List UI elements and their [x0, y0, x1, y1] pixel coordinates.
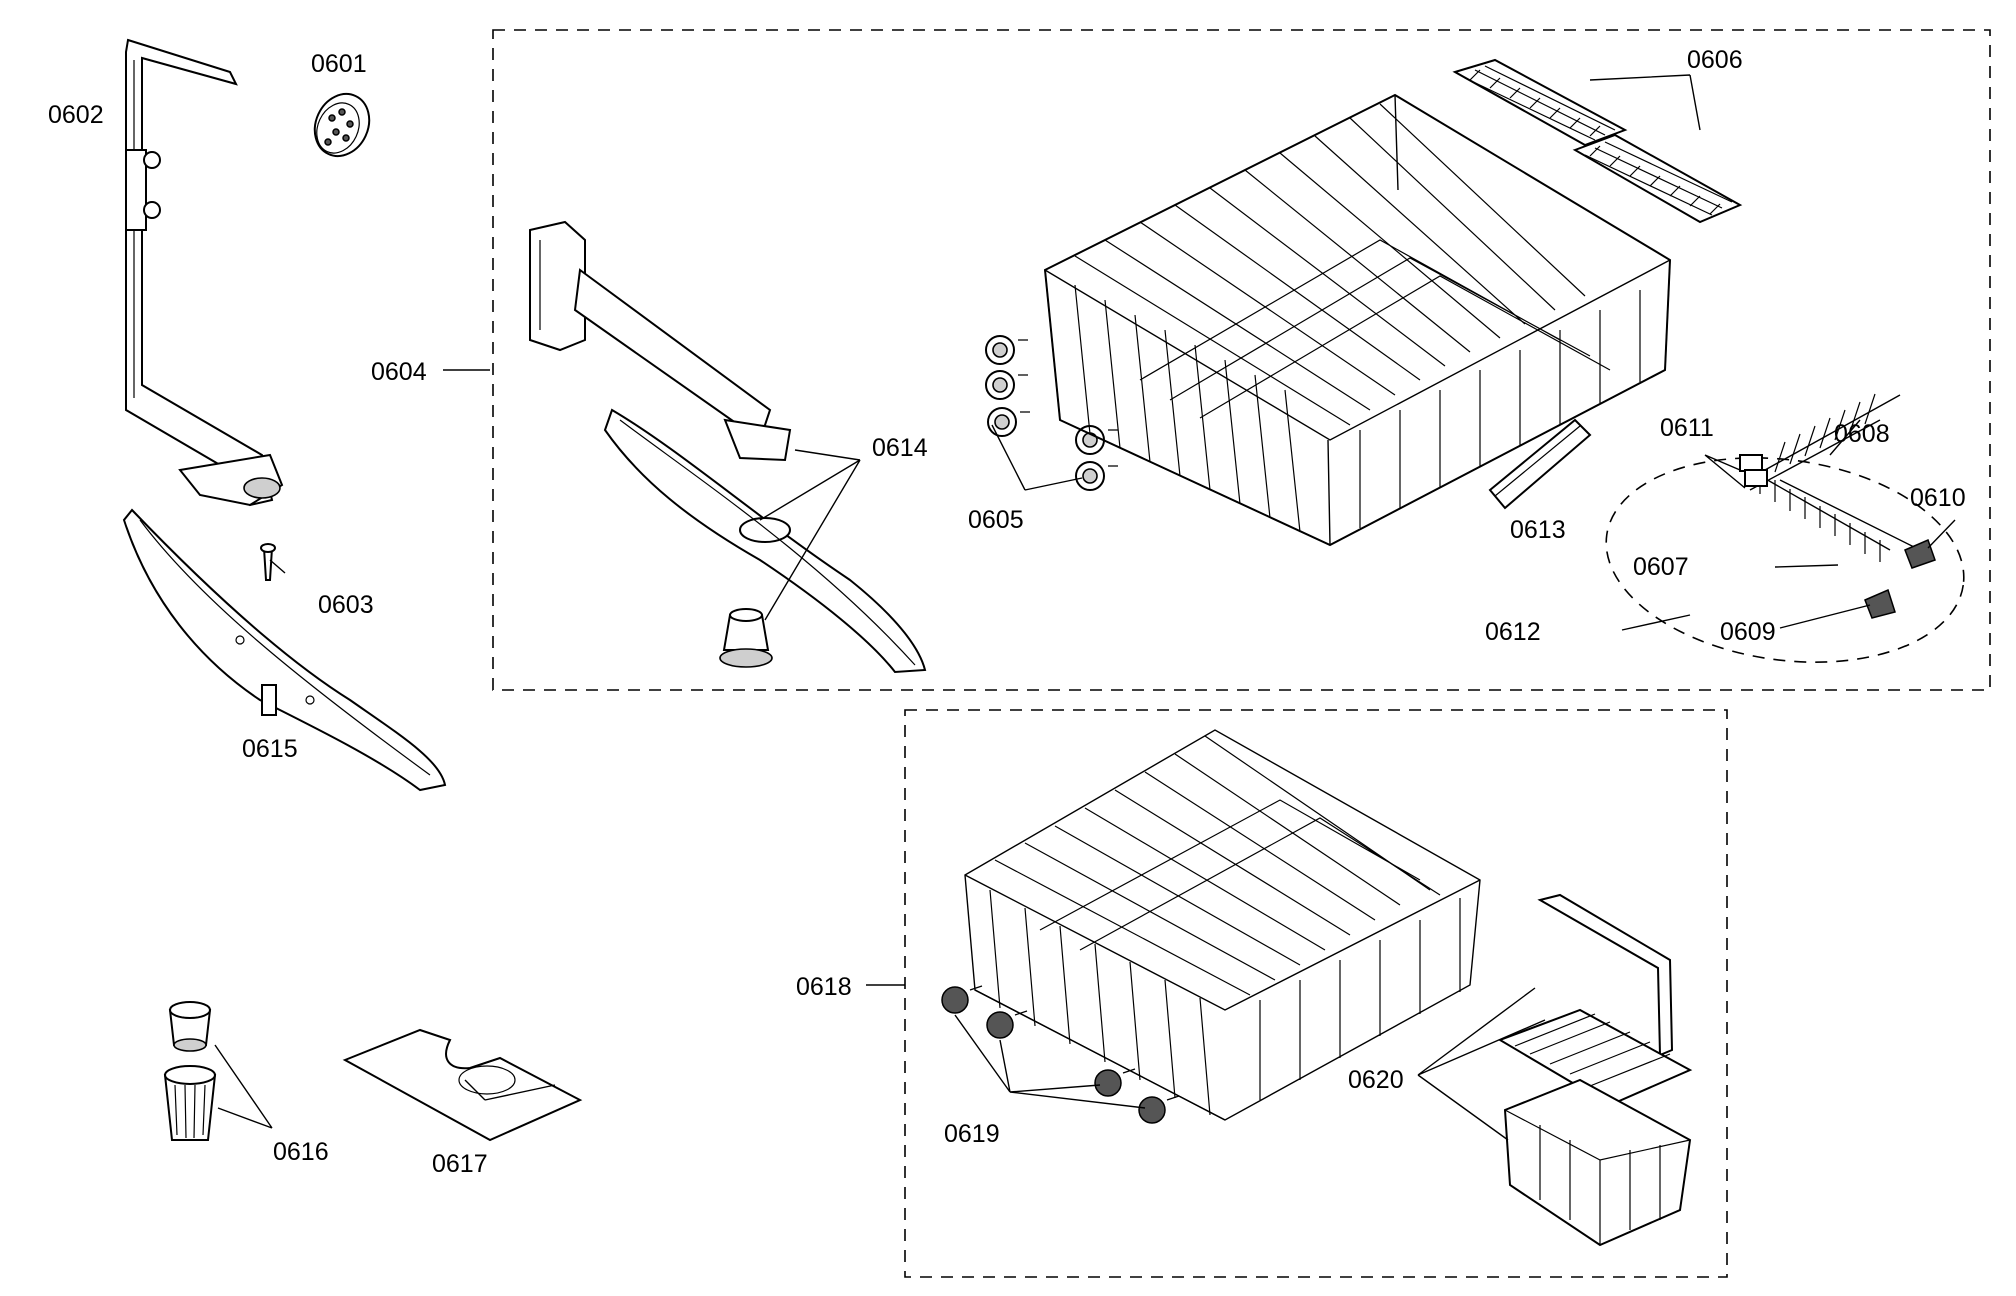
filter-disc	[313, 92, 371, 158]
label-0619: 0619	[944, 1120, 1000, 1148]
filters	[163, 1001, 217, 1141]
label-0606: 0606	[1687, 46, 1743, 74]
label-0605: 0605	[968, 506, 1024, 534]
label-0618: 0618	[796, 973, 852, 1001]
label-0615: 0615	[242, 735, 298, 763]
label-0620: 0620	[1348, 1066, 1404, 1094]
cup-shelves	[1452, 58, 1743, 224]
cover-plate	[342, 1028, 583, 1142]
label-0610: 0610	[1910, 484, 1966, 512]
label-0613: 0613	[1510, 516, 1566, 544]
upper-rack-group-box	[492, 29, 1991, 691]
lower-rack-wheels	[941, 985, 1180, 1124]
label-0617: 0617	[432, 1150, 488, 1178]
lower-spray-arm	[122, 508, 447, 792]
rack-handle	[1488, 418, 1592, 510]
upper-spray-arm-assembly	[529, 220, 927, 674]
upper-rack	[1043, 93, 1672, 547]
leader-lines	[214, 74, 1956, 1141]
label-0601: 0601	[311, 50, 367, 78]
label-0603: 0603	[318, 591, 374, 619]
screw	[260, 543, 276, 581]
tine-rows	[1739, 393, 1936, 619]
tine-set-group-ellipse	[1605, 457, 1965, 663]
label-0611: 0611	[1660, 414, 1714, 442]
label-0608: 0608	[1834, 420, 1890, 448]
lower-rack	[964, 729, 1481, 1121]
label-0607: 0607	[1633, 553, 1689, 581]
lower-rack-group-box	[904, 709, 1728, 1278]
label-0609: 0609	[1720, 618, 1776, 646]
label-0612: 0612	[1485, 618, 1541, 646]
label-0614: 0614	[872, 434, 928, 462]
upper-rack-wheels	[985, 335, 1118, 491]
label-0616: 0616	[273, 1138, 329, 1166]
spray-supply-pipe	[125, 38, 284, 507]
label-0602: 0602	[48, 101, 104, 129]
cutlery-basket	[1497, 893, 1693, 1247]
label-0604: 0604	[371, 358, 427, 386]
